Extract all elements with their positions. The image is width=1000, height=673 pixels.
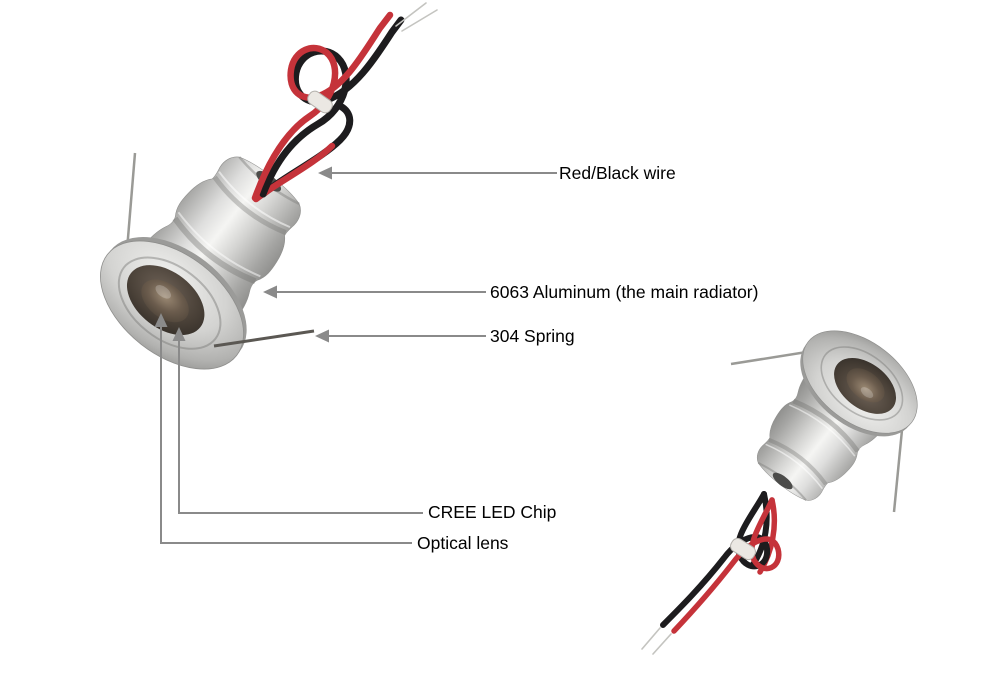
- label-cree-led-chip: CREE LED Chip: [428, 502, 557, 522]
- bare-wire-tip: [641, 627, 661, 650]
- arrow-left-icon: [315, 329, 329, 343]
- label-red-black-wire: Red/Black wire: [559, 163, 676, 183]
- bare-wire-tip: [401, 9, 438, 32]
- main-wires: [251, 2, 438, 203]
- callout-line-chip: [178, 340, 423, 514]
- arrow-up-icon: [172, 327, 186, 341]
- spring-pin: [730, 349, 814, 366]
- label-304-spring: 304 Spring: [490, 326, 575, 346]
- label-aluminum-radiator: 6063 Aluminum (the main radiator): [490, 282, 759, 302]
- spring-pin: [892, 429, 904, 513]
- cable-tie-ring: [730, 537, 756, 561]
- bare-wire-tip: [395, 2, 427, 27]
- red-wire: [671, 497, 782, 634]
- spring-pin: [213, 329, 315, 348]
- red-wire: [251, 11, 394, 202]
- arrow-left-icon: [318, 166, 332, 180]
- spring-pin: [125, 152, 137, 251]
- arrow-left-icon: [263, 285, 277, 299]
- callouts: [160, 172, 557, 544]
- black-wire: [259, 16, 405, 198]
- arrow-up-icon: [154, 313, 168, 327]
- label-optical-lens: Optical lens: [417, 533, 509, 553]
- cable-tie-ring: [307, 90, 333, 114]
- bare-wire-tip: [652, 633, 672, 655]
- callout-line-lens: [160, 326, 412, 544]
